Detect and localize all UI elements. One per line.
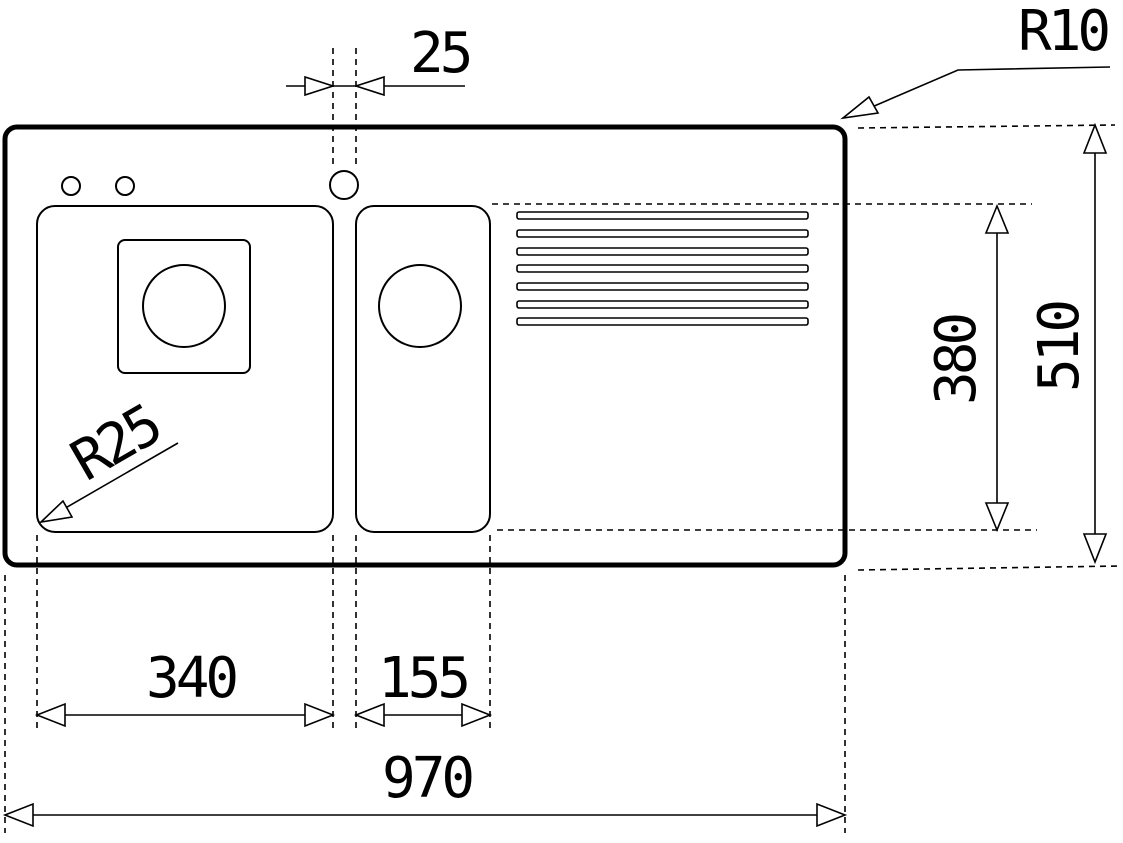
- large-bowl-drain-icon: [142, 264, 226, 348]
- drainer-groove: [516, 300, 809, 309]
- sink-outline: [2, 124, 848, 568]
- dimension-large-bowl-width: [34, 702, 336, 728]
- dimension-label-large-bowl-width: 340: [146, 646, 236, 711]
- small-bowl: [355, 205, 491, 533]
- dimension-bowl-gap: [286, 75, 465, 97]
- drainer-groove: [516, 229, 809, 238]
- dimension-label-overall-depth: 510: [1027, 302, 1092, 392]
- dimension-label-small-bowl-width: 155: [378, 646, 467, 711]
- leader-sink-radius: [840, 66, 1111, 120]
- leader-bowl-radius: [38, 442, 179, 524]
- dimension-overall-depth: [1082, 122, 1108, 565]
- tap-hole-right: [115, 176, 135, 196]
- dimension-bowl-depth: [984, 203, 1010, 533]
- drainer-grooves: [516, 211, 809, 326]
- extension-lines: [4, 48, 1121, 833]
- small-bowl-drain-icon: [378, 264, 462, 348]
- dimension-label-bowl-gap: 25: [410, 21, 470, 86]
- dimension-label-bowl-radius: R25: [61, 393, 171, 494]
- dimension-label-overall-width: 970: [382, 746, 472, 811]
- dimension-small-bowl-width: [353, 702, 493, 728]
- drainer-groove: [516, 282, 809, 291]
- tap-hole-left: [61, 176, 81, 196]
- overflow-hole: [329, 170, 359, 200]
- dimension-overall-width: [2, 802, 848, 828]
- drainer-groove: [516, 317, 809, 326]
- drainer-groove: [516, 211, 809, 220]
- dimension-label-bowl-depth: 380: [924, 315, 989, 405]
- drainer-groove: [516, 247, 809, 256]
- drainer-groove: [516, 264, 809, 273]
- large-bowl: [36, 205, 334, 533]
- dimension-label-sink-radius: R10: [1018, 0, 1108, 64]
- large-bowl-drain-plate: [117, 239, 251, 374]
